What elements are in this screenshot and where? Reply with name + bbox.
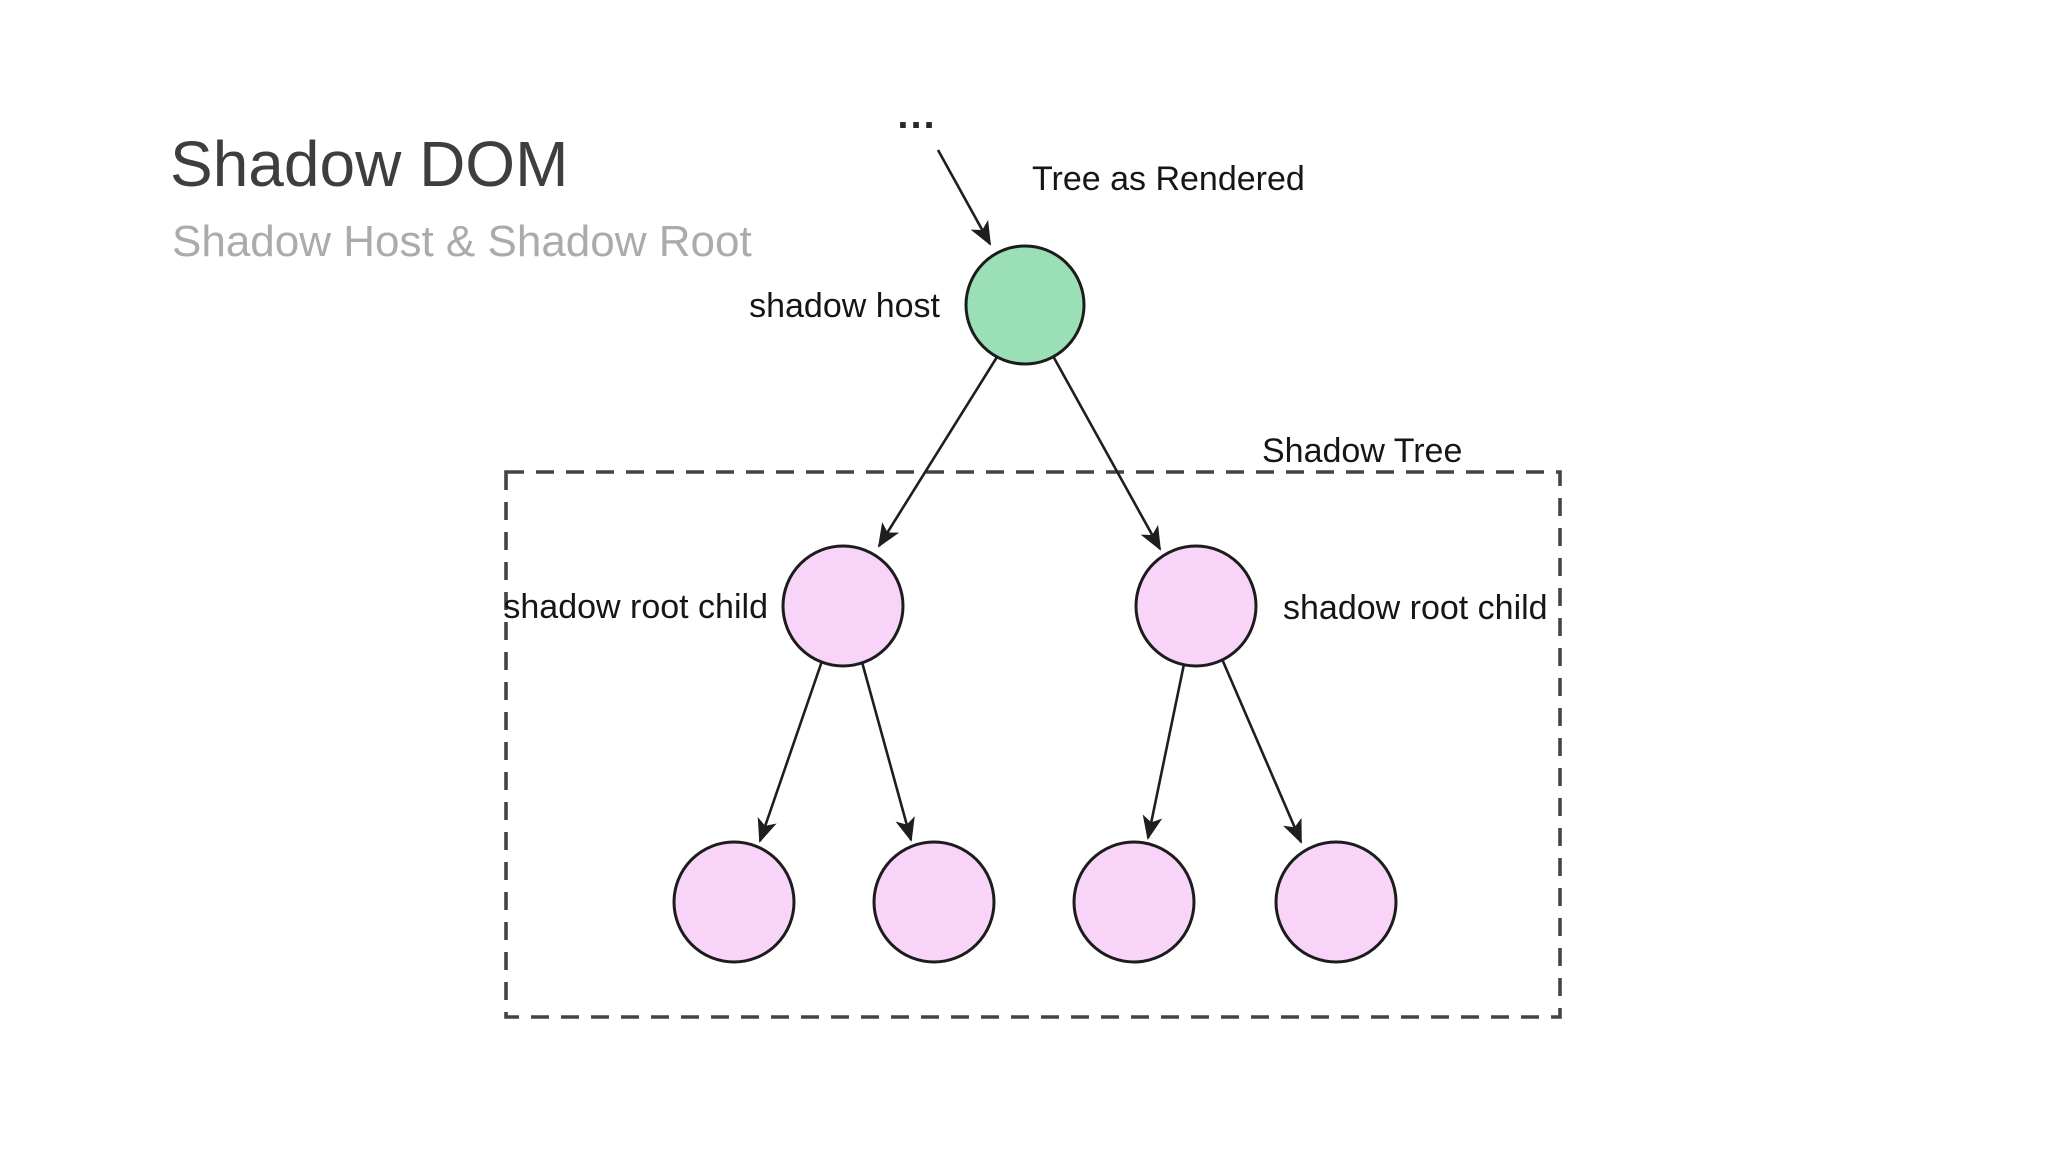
shadow-host-node: [964, 244, 1086, 366]
shadow-host-label: shadow host: [749, 287, 940, 325]
edge-host-to-right-child: [1051, 355, 1162, 551]
shadow-root-child-right-node: [1134, 544, 1258, 668]
shadow-root-child-left-node: [781, 544, 905, 668]
tree-as-rendered-label: Tree as Rendered: [1032, 160, 1305, 198]
shadow-root-child-left-label: shadow root child: [503, 588, 768, 626]
shadow-tree-label: Shadow Tree: [1262, 432, 1462, 470]
leaf-node-2: [872, 840, 996, 964]
shadow-tree-boundary-box: [504, 470, 1562, 1019]
leaf-node-4: [1274, 840, 1398, 964]
edge-left-child-to-leaf-1: [757, 660, 824, 843]
shadow-root-child-right-label: shadow root child: [1283, 589, 1548, 627]
leaf-node-1: [672, 840, 796, 964]
leaf-node-3: [1072, 840, 1196, 964]
edge-document-to-shadow-host: [936, 149, 992, 246]
slide-title: Shadow DOM: [170, 128, 569, 200]
edge-right-child-to-leaf-4: [1220, 658, 1303, 844]
edge-right-child-to-leaf-3: [1142, 663, 1186, 840]
document-ellipsis-label: ...: [897, 93, 936, 137]
edge-left-child-to-leaf-2: [860, 661, 915, 842]
slide-subtitle: Shadow Host & Shadow Root: [172, 217, 752, 266]
edge-host-to-left-child: [877, 356, 999, 548]
